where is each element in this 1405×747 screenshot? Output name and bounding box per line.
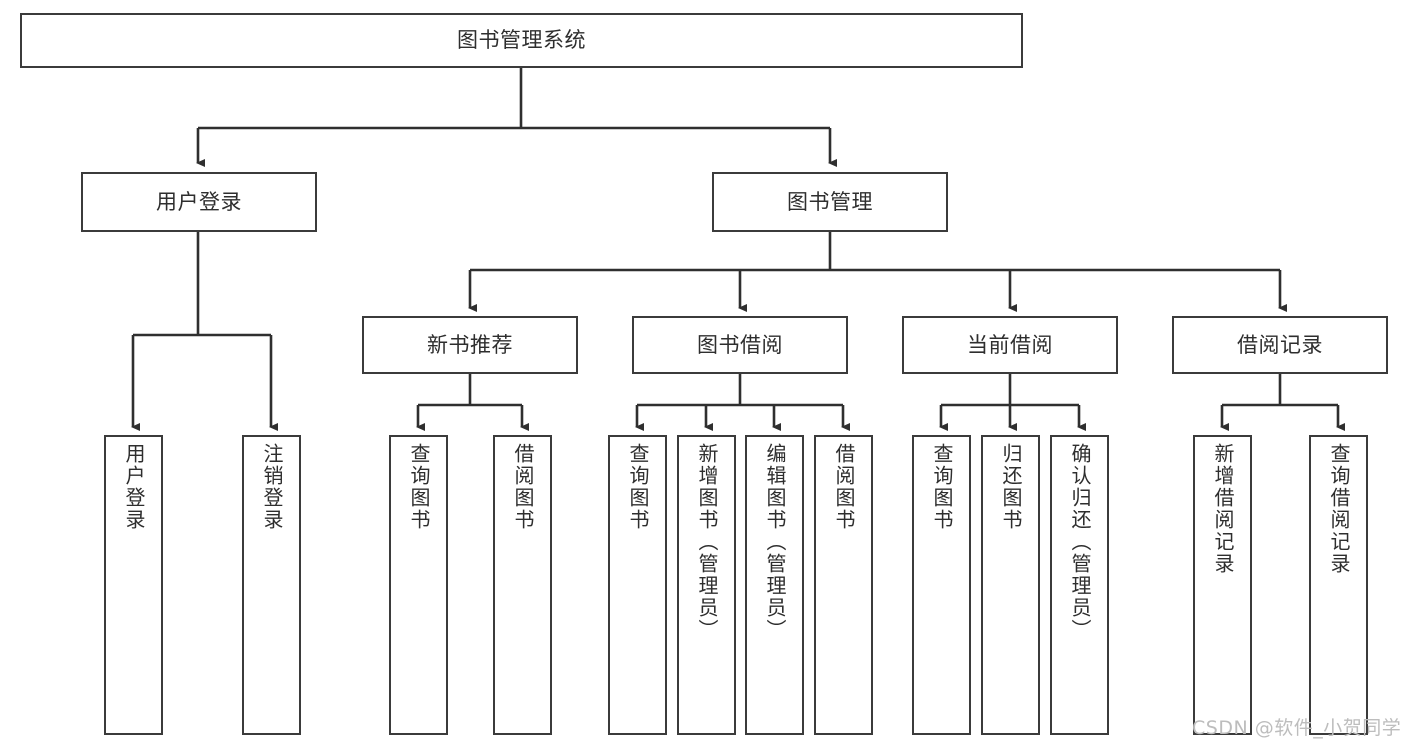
leaf-edit-book[interactable]: 编辑图书（管理员） (745, 435, 804, 735)
node-current-borrow[interactable]: 当前借阅 (902, 316, 1118, 374)
node-new-book-rec-label: 新书推荐 (427, 332, 513, 357)
leaf-confirm-return-label: 确认归还（管理员） (1068, 443, 1092, 641)
leaf-user-login-label: 用户登录 (122, 443, 146, 531)
leaf-user-login[interactable]: 用户登录 (104, 435, 163, 735)
leaf-query-book-2[interactable]: 查询图书 (608, 435, 667, 735)
leaf-query-record[interactable]: 查询借阅记录 (1309, 435, 1368, 735)
leaf-confirm-return[interactable]: 确认归还（管理员） (1050, 435, 1109, 735)
leaf-return-book[interactable]: 归还图书 (981, 435, 1040, 735)
node-book-manage-label: 图书管理 (787, 189, 873, 214)
node-user-login-label: 用户登录 (156, 189, 242, 214)
leaf-borrow-book-1-label: 借阅图书 (511, 443, 535, 531)
node-user-login[interactable]: 用户登录 (81, 172, 317, 232)
leaf-query-record-label: 查询借阅记录 (1327, 443, 1351, 575)
node-new-book-rec[interactable]: 新书推荐 (362, 316, 578, 374)
leaf-borrow-book-1[interactable]: 借阅图书 (493, 435, 552, 735)
node-current-borrow-label: 当前借阅 (967, 332, 1053, 357)
leaf-add-book-label: 新增图书（管理员） (695, 443, 719, 641)
leaf-logout[interactable]: 注销登录 (242, 435, 301, 735)
node-root[interactable]: 图书管理系统 (20, 13, 1023, 68)
node-book-borrow-label: 图书借阅 (697, 332, 783, 357)
leaf-query-book-1[interactable]: 查询图书 (389, 435, 448, 735)
leaf-borrow-book-2-label: 借阅图书 (832, 443, 856, 531)
leaf-logout-label: 注销登录 (260, 443, 284, 531)
leaf-borrow-book-2[interactable]: 借阅图书 (814, 435, 873, 735)
leaf-add-record-label: 新增借阅记录 (1211, 443, 1235, 575)
leaf-edit-book-label: 编辑图书（管理员） (763, 443, 787, 641)
leaf-query-book-3[interactable]: 查询图书 (912, 435, 971, 735)
node-borrow-record-label: 借阅记录 (1237, 332, 1323, 357)
csdn-watermark: CSDN @软件_小贺同学 (1192, 717, 1402, 739)
leaf-query-book-2-label: 查询图书 (626, 443, 650, 531)
node-book-borrow[interactable]: 图书借阅 (632, 316, 848, 374)
node-book-manage[interactable]: 图书管理 (712, 172, 948, 232)
leaf-add-book[interactable]: 新增图书（管理员） (677, 435, 736, 735)
leaf-add-record[interactable]: 新增借阅记录 (1193, 435, 1252, 735)
leaf-query-book-1-label: 查询图书 (407, 443, 431, 531)
node-root-label: 图书管理系统 (457, 28, 586, 53)
leaf-return-book-label: 归还图书 (999, 443, 1023, 531)
node-borrow-record[interactable]: 借阅记录 (1172, 316, 1388, 374)
leaf-query-book-3-label: 查询图书 (930, 443, 954, 531)
